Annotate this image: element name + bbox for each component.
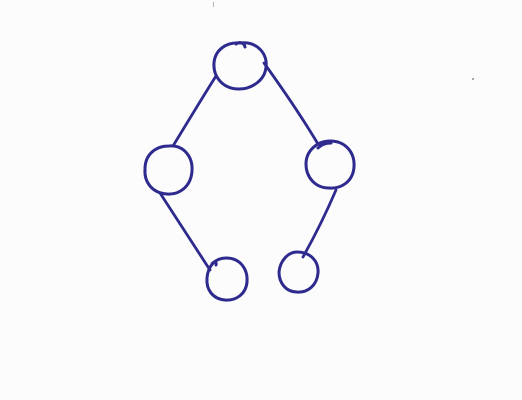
edge-root-left	[171, 74, 218, 148]
node-right-child	[304, 139, 356, 190]
speck-top	[213, 2, 214, 7]
node-left-child	[143, 144, 194, 196]
node-left-grandchild	[205, 256, 249, 302]
edges	[158, 61, 338, 272]
paper-specks	[213, 2, 474, 80]
node-right-grandchild	[277, 250, 320, 294]
edge-left-leftgrand	[158, 191, 212, 272]
speck-right	[472, 78, 474, 80]
edge-root-right	[262, 61, 320, 146]
edge-right-rightgrand	[301, 188, 338, 259]
nodes	[143, 41, 356, 302]
node-root	[212, 41, 268, 91]
